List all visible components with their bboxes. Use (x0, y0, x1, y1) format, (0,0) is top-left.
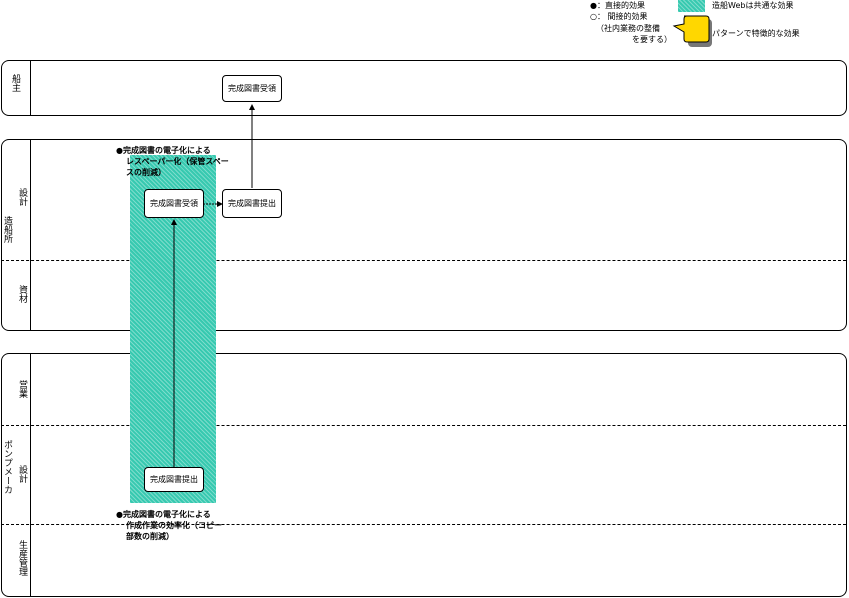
legend-direct: ●：直接的効果 (590, 1, 645, 10)
effect-note-bottom-3: 部数の削減） (126, 532, 174, 541)
lane-shipyard-sub-design: 設計 (17, 188, 27, 206)
lane-shipyard-sub-divider (1, 260, 846, 261)
legend-pattern: パターンで特徴的な効果 (712, 29, 800, 38)
lane-pump-maker-divider (30, 353, 31, 597)
lane-pump-maker-sub-divider-2 (1, 524, 846, 525)
lane-shipyard-sub-materials: 資材 (17, 285, 27, 303)
lane-pump-maker-sub-design: 設計 (17, 465, 27, 483)
lane-owner-divider (30, 60, 31, 116)
lane-shipyard-divider (30, 139, 31, 331)
lane-shipyard-label: 造船所 (2, 216, 12, 243)
node-owner-receive[interactable]: 完成図書受領 (222, 75, 282, 102)
effect-note-bottom-2: 作成作業の効率化（コピー (126, 521, 222, 530)
legend-indirect-note-2: を要する） (632, 35, 672, 44)
lane-pump-maker-sub-divider-1 (1, 425, 846, 426)
lane-pump-maker-sub-sales: 営業 (17, 380, 27, 398)
effect-note-bottom-1: ●完成図書の電子化による (116, 510, 211, 519)
lane-pump-maker-label: ポンプメーカ (2, 440, 12, 494)
node-yard-receive[interactable]: 完成図書受領 (144, 189, 204, 218)
node-maker-submit[interactable]: 完成図書提出 (144, 467, 204, 492)
effect-note-top-2: レスペーパー化（保管スペー (126, 157, 229, 166)
legend-yellow-callout (672, 15, 710, 43)
lane-owner (1, 60, 847, 116)
effect-note-top-3: スの削減） (126, 168, 166, 177)
lane-owner-label: 船主 (10, 74, 20, 92)
node-yard-submit[interactable]: 完成図書提出 (222, 189, 282, 218)
lane-pump-maker-sub-production: 生産管理 (17, 540, 27, 576)
legend-indirect-note-1: （社内業務の整備 (596, 24, 660, 33)
effect-note-top-1: ●完成図書の電子化による (116, 146, 211, 155)
legend-indirect: ○： 間接的効果 (590, 12, 648, 21)
legend-web-common: 造船Webは共通な効果 (712, 1, 794, 10)
legend-teal-swatch (678, 0, 705, 12)
